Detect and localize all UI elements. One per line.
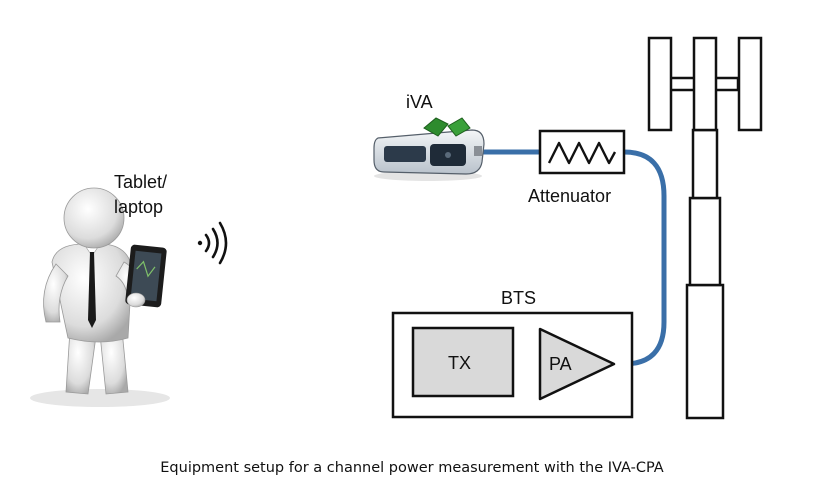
iva-device-icon xyxy=(373,117,485,181)
cell-tower-icon xyxy=(647,36,763,420)
tablet-label-line1: Tablet/ xyxy=(114,172,167,192)
attenuator-zigzag-icon xyxy=(538,129,626,175)
bts-label: BTS xyxy=(501,288,536,308)
tablet-icon xyxy=(125,244,167,308)
figure-caption: Equipment setup for a channel power meas… xyxy=(160,460,664,476)
tablet-label-line2: laptop xyxy=(114,197,163,217)
wireless-signal-icon xyxy=(197,221,228,265)
tx-box xyxy=(411,326,515,398)
pa-label: PA xyxy=(549,354,572,374)
attenuator-label: Attenuator xyxy=(528,186,611,206)
iva-label: iVA xyxy=(406,92,433,112)
pa-amplifier xyxy=(538,327,616,401)
person-with-tablet-icon xyxy=(30,187,170,407)
tx-label: TX xyxy=(448,353,471,373)
